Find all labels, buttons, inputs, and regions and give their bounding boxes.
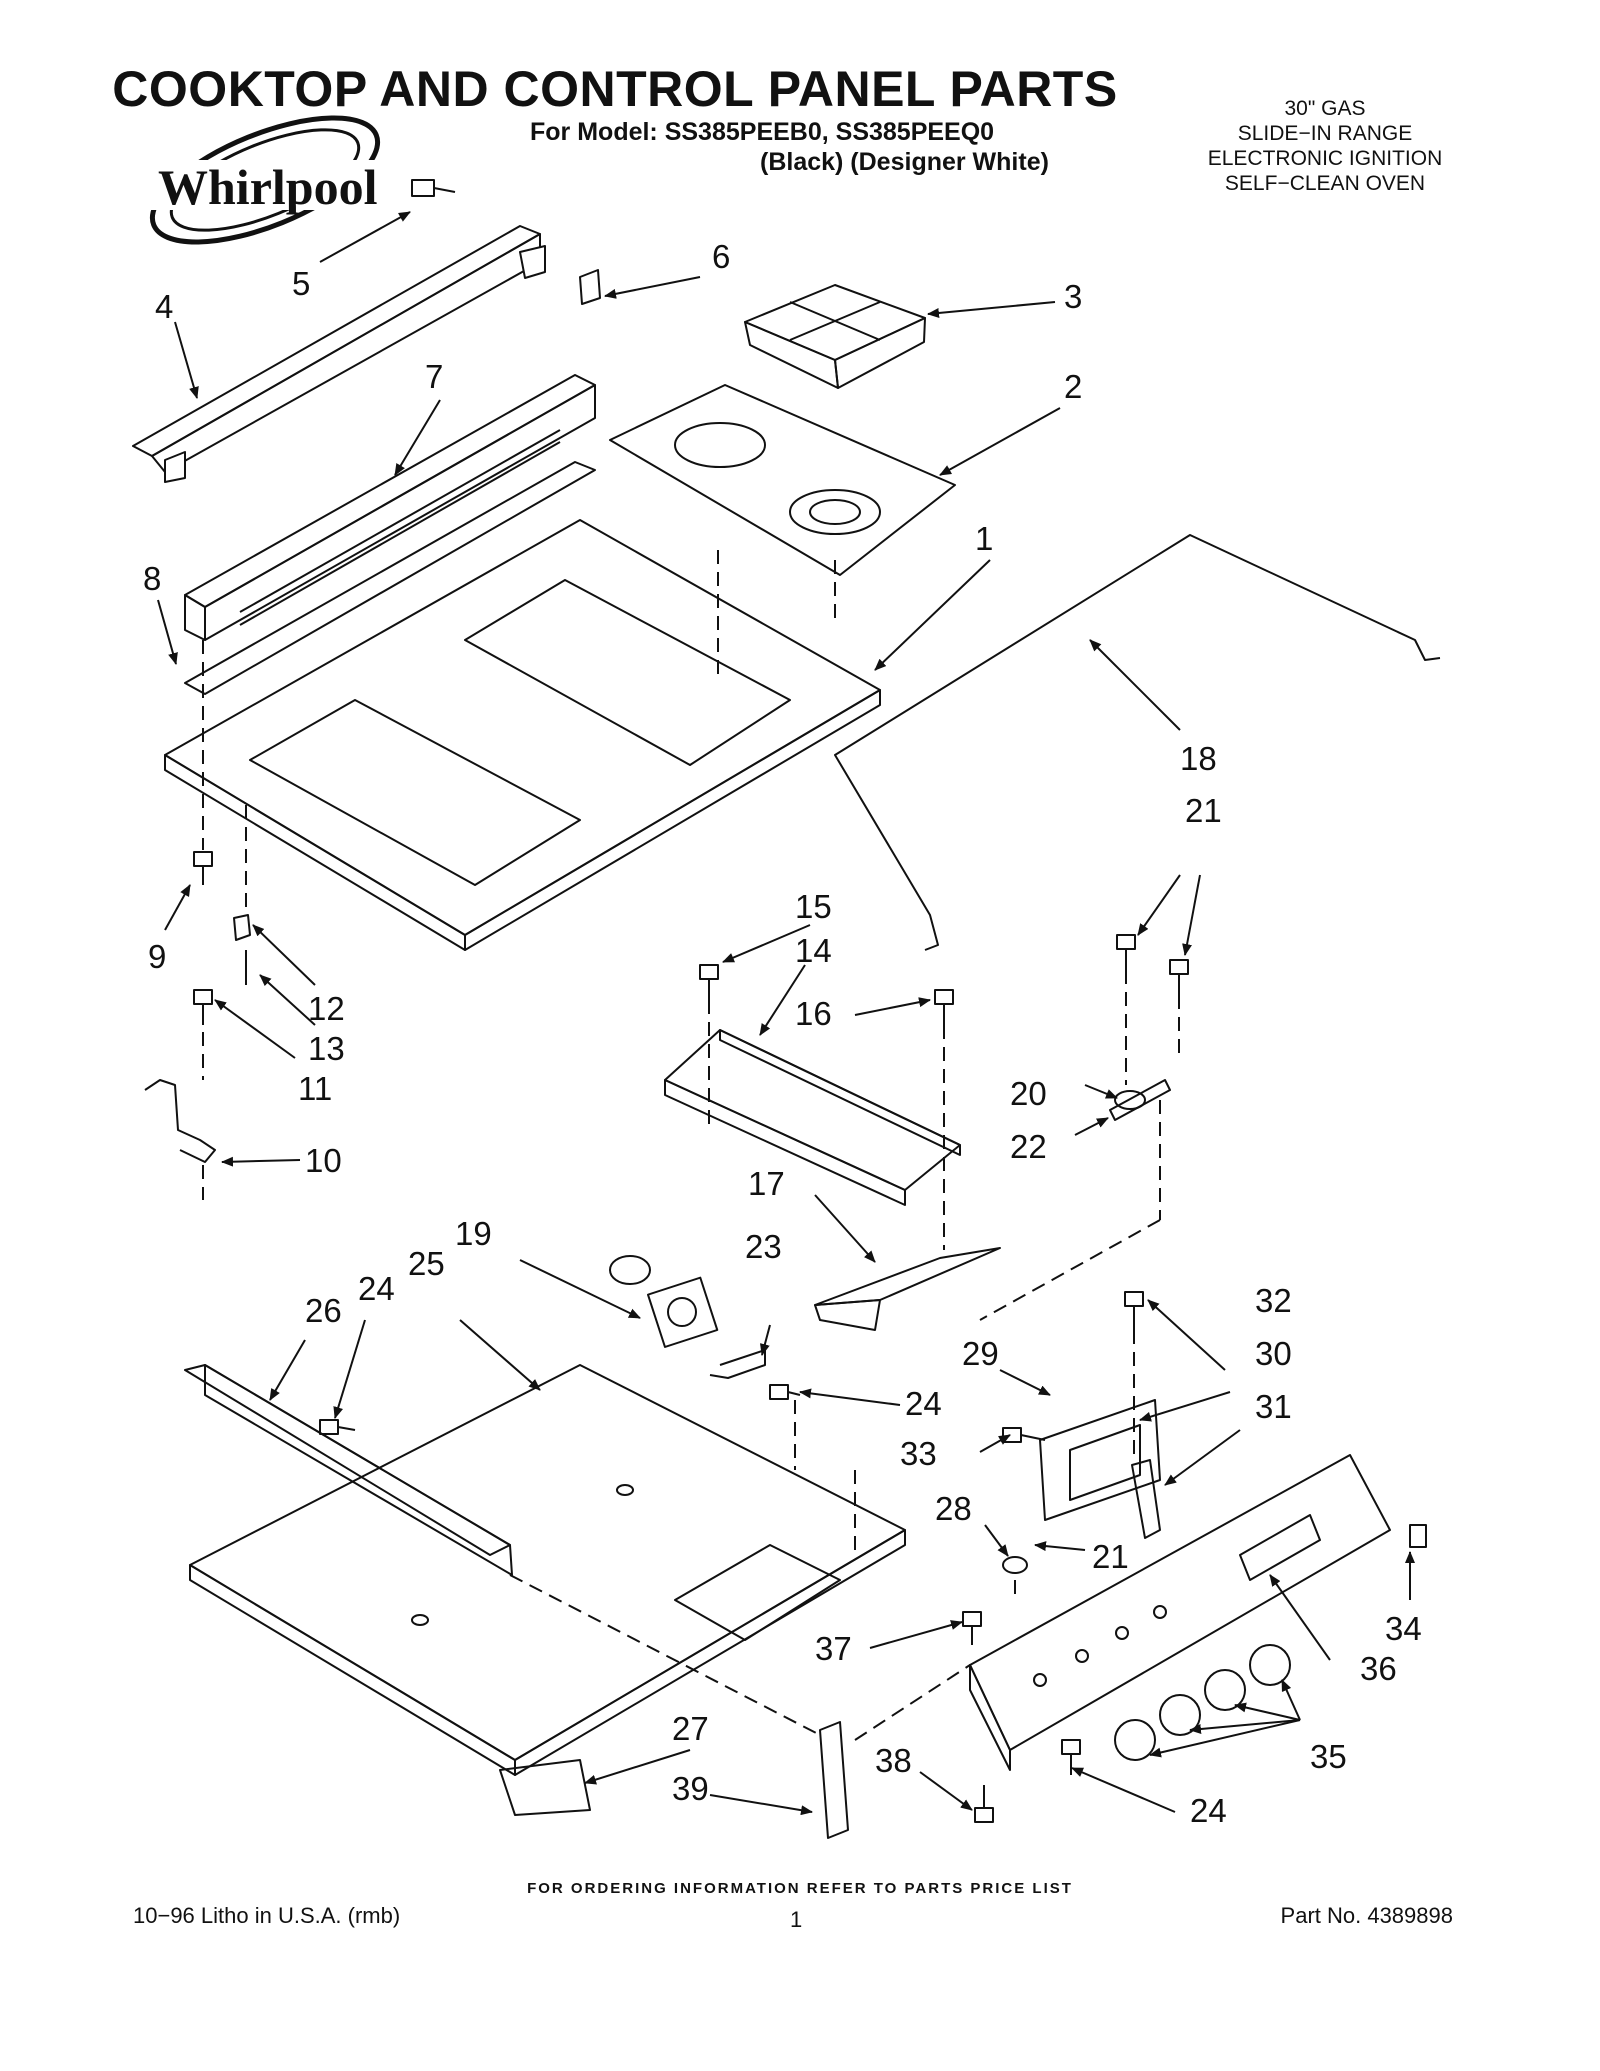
callout-27: 27: [672, 1710, 709, 1747]
part-1-cooktop: [164, 519, 881, 951]
product-spec: 30" GAS SLIDE−IN RANGE ELECTRONIC IGNITI…: [1185, 96, 1465, 196]
model-numbers: For Model: SS385PEEB0, SS385PEEQ0: [530, 118, 995, 146]
part-19-fan: [609, 1255, 719, 1348]
callout-24: 24: [358, 1270, 395, 1307]
callout-24: 24: [1190, 1792, 1227, 1829]
callout-2: 2: [1064, 368, 1082, 405]
whirlpool-logo: Whirlpool: [149, 115, 381, 245]
print-info: 10−96 Litho in U.S.A. (rmb): [133, 1903, 401, 1928]
part-2-burner-plate: [609, 384, 956, 576]
callout-18: 18: [1180, 740, 1217, 777]
callout-12: 12: [308, 990, 345, 1027]
ordering-note: FOR ORDERING INFORMATION REFER TO PARTS …: [527, 1880, 1073, 1897]
spec-line: SLIDE−IN RANGE: [1237, 122, 1413, 145]
part-31-bracket: [1131, 1459, 1161, 1539]
model-variants: (Black) (Designer White): [760, 148, 1049, 176]
part-21-screw: [1169, 959, 1189, 995]
callout-15: 15: [795, 888, 832, 925]
callout-17: 17: [748, 1165, 785, 1202]
callout-25: 25: [408, 1245, 445, 1282]
callout-34: 34: [1385, 1610, 1422, 1647]
callout-6: 6: [712, 238, 730, 275]
part-29-control-board: [1039, 1399, 1161, 1521]
callout-36: 36: [1360, 1650, 1397, 1687]
part-20-thermostat: [1114, 1090, 1146, 1110]
part-5-screw: [411, 179, 456, 197]
part-3-grate: [744, 284, 926, 389]
spec-line: SELF−CLEAN OVEN: [1224, 172, 1426, 195]
page-title: COOKTOP AND CONTROL PANEL PARTS: [112, 61, 1118, 117]
callout-13: 13: [308, 1030, 345, 1067]
callout-22: 22: [1010, 1128, 1047, 1165]
callout-3: 3: [1064, 278, 1082, 315]
part-36-control-panel: [969, 1454, 1391, 1771]
part-23-bracket: [709, 1349, 766, 1379]
part-4-rear-trim: [132, 225, 546, 483]
part-28-thermostat: [1002, 1556, 1028, 1574]
callout-37: 37: [815, 1630, 852, 1667]
callout-11: 11: [298, 1070, 332, 1107]
callout-16: 16: [795, 995, 832, 1032]
part-35-knobs: [1114, 1644, 1291, 1761]
callout-1: 1: [975, 520, 993, 557]
callout-28: 28: [935, 1490, 972, 1527]
part-38-screw: [974, 1785, 994, 1823]
callout-32: 32: [1255, 1282, 1292, 1319]
part-8-seal-strip: [184, 461, 596, 695]
callout-35: 35: [1310, 1738, 1347, 1775]
part-37-screw: [962, 1611, 982, 1645]
part-21-screw: [1116, 934, 1136, 970]
part-16-screw: [934, 989, 954, 1025]
callout-8: 8: [143, 560, 161, 597]
part-15-screw: [699, 964, 719, 1000]
part-7-vent-grille: [184, 374, 596, 641]
spec-line: 30" GAS: [1284, 97, 1366, 120]
part-34-switch: [1409, 1524, 1427, 1548]
callout-9: 9: [148, 938, 166, 975]
callout-38: 38: [875, 1742, 912, 1779]
callout-30: 30: [1255, 1335, 1292, 1372]
page-number: 1: [790, 1907, 803, 1932]
part-32-screw: [1124, 1291, 1144, 1330]
part-24-screw: [1061, 1739, 1081, 1775]
callout-21: 21: [1092, 1538, 1129, 1575]
callout-5: 5: [292, 265, 310, 302]
part-12-bracket: [233, 914, 251, 941]
callout-4: 4: [155, 288, 173, 325]
callout-7: 7: [425, 358, 443, 395]
callout-20: 20: [1010, 1075, 1047, 1112]
part-27-strip: [499, 1759, 591, 1816]
part-24-screw: [769, 1384, 801, 1400]
callout-23: 23: [745, 1228, 782, 1265]
part-24-screw: [319, 1419, 356, 1435]
part-14-heat-shield: [664, 1029, 961, 1206]
callout-21: 21: [1185, 792, 1222, 829]
part-9-screw: [193, 851, 213, 885]
callout-39: 39: [672, 1770, 709, 1807]
callout-31: 31: [1255, 1388, 1292, 1425]
part-25-base-panel: [189, 1364, 906, 1776]
leader-lines: [157, 211, 1415, 1816]
part-39-bracket: [819, 1721, 849, 1839]
part-22-bracket: [1109, 1079, 1171, 1121]
callout-29: 29: [962, 1335, 999, 1372]
part-number: Part No. 4389898: [1280, 1903, 1453, 1928]
callout-19: 19: [455, 1215, 492, 1252]
callout-33: 33: [900, 1435, 937, 1472]
spec-line: ELECTRONIC IGNITION: [1207, 147, 1443, 170]
part-18-rod: [834, 534, 1441, 951]
callout-14: 14: [795, 932, 832, 969]
callout-26: 26: [305, 1292, 342, 1329]
callout-24: 24: [905, 1385, 942, 1422]
part-6-clip: [579, 269, 601, 305]
part-17-bracket: [814, 1247, 1001, 1331]
logo-wordmark: Whirlpool: [158, 159, 378, 215]
assembly-lines: [202, 550, 1180, 1741]
part-10-bracket: [144, 1079, 216, 1163]
callout-10: 10: [305, 1142, 342, 1179]
